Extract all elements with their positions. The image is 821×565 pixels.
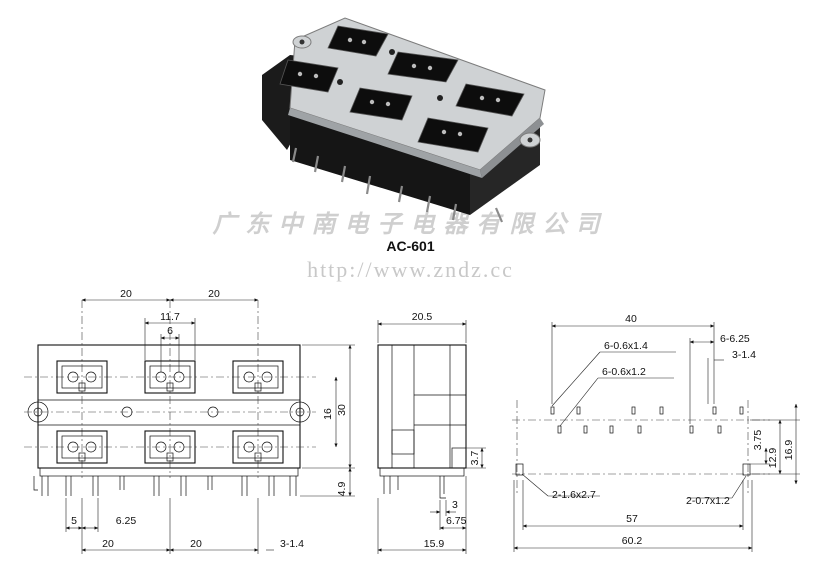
product-photo [262, 17, 546, 223]
dim-front-bottom-slot: 3-1.4 [280, 538, 304, 550]
dim-footprint-vert-c: 16.9 [783, 440, 795, 461]
dim-front-bottom-a: 5 [71, 515, 77, 527]
dim-front-inner-width: 11.7 [160, 311, 180, 323]
company-name: 广东中南电子电器有限公司 [212, 209, 609, 238]
dim-front-bottom-right: 20 [190, 538, 202, 550]
front-view: 20 20 11.7 6 30 16 4.9 5 [24, 288, 355, 554]
dim-side-small-a: 3 [452, 499, 458, 511]
dim-footprint-bottom-inner: 57 [626, 513, 638, 525]
dim-front-bottom-b: 6.25 [116, 515, 137, 527]
dim-front-top-right: 20 [208, 288, 220, 300]
label-hole-b: 6-0.6x1.2 [602, 366, 646, 378]
dim-footprint-bottom-outer: 60.2 [622, 535, 643, 547]
dim-footprint-right-top: 6-6.25 [720, 333, 750, 345]
label-mount-left: 2-1.6x2.7 [552, 489, 596, 501]
dim-side-small-b: 6.75 [446, 515, 467, 527]
dim-footprint-right-slot: 3-1.4 [732, 349, 756, 361]
label-mount-right: 2-0.7x1.2 [686, 495, 730, 507]
model-number: AC-601 [386, 238, 435, 254]
dim-front-bottom-left: 20 [102, 538, 114, 550]
dim-footprint-vert-b: 12.9 [767, 448, 779, 469]
dim-footprint-top: 40 [625, 313, 637, 325]
label-hole-a: 6-0.6x1.4 [604, 340, 648, 352]
dim-front-height: 30 [336, 404, 348, 416]
dim-front-inner-pin: 6 [167, 325, 173, 337]
footprint-view: 40 6-6.25 3-1.4 6-0.6x1.4 6-0.6x1.2 3.75… [512, 313, 800, 552]
dim-front-pitch: 16 [322, 408, 334, 420]
side-view: 20.5 3.7 3 6.75 15.9 [377, 311, 486, 554]
dim-footprint-vert-a: 3.75 [752, 430, 764, 451]
dim-side-bottom: 15.9 [424, 538, 445, 550]
dim-front-pin-length: 4.9 [336, 482, 348, 497]
dim-side-right: 3.7 [469, 451, 481, 466]
dim-front-top-left: 20 [120, 288, 132, 300]
dim-side-top: 20.5 [412, 311, 433, 323]
website-url: http://www.zndz.cc [307, 257, 514, 282]
